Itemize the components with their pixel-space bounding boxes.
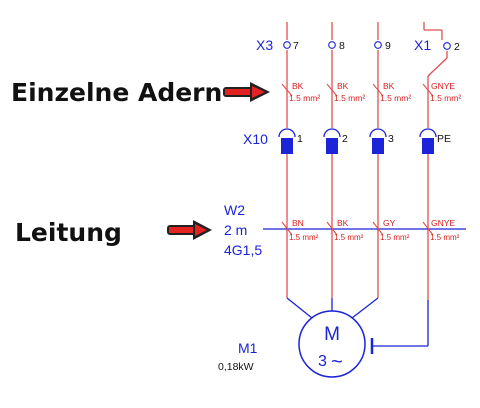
wire-size-4: 1.5 mm² [430,93,461,103]
core-tick [422,221,434,236]
socket-block-icon [372,138,384,154]
cable-length: 2 m [224,222,247,238]
core-color-2: BK [337,218,349,228]
terminal-x1-pin-2: 2 [454,41,460,53]
motor-wire-u [286,297,313,319]
terminal-x3-pin-8: 8 [339,40,345,52]
wire-tick [372,83,384,97]
motor-name: M1 [238,340,258,356]
motor-ac-icon: ~ [331,351,343,373]
wire-color-2: BK [337,81,349,91]
wire-color-4: GNYE [431,81,455,91]
callout-einzelne-adern: Einzelne Adern [11,78,222,107]
core-size-2: 1.5 mm² [334,233,364,242]
socket-block-icon [281,138,293,154]
connector-pin-3[interactable] [369,128,387,154]
wire-size-1: 1.5 mm² [289,93,320,103]
wire-tick [326,83,338,97]
core-color-1: BN [292,218,304,228]
core-tick [372,221,384,236]
wire-color-3: BK [383,81,395,91]
motor-feed-wires [286,297,429,354]
callout-leitung: Leitung [15,218,122,247]
wire-4-elbow-b [427,57,448,77]
connector-pin-label-1: 1 [297,133,303,145]
terminal-x1-2[interactable] [443,42,451,50]
cable-w2: W2 2 m 4G1,5 BN 1.5 mm² BK 1.5 mm² GY 1.… [224,202,466,258]
connector-x10: X10 1 2 3 PE [243,128,451,154]
terminal-x3-pin-9: 9 [385,40,391,52]
wire-group [286,22,448,300]
wire-tick [281,83,293,97]
terminal-x1-label: X1 [414,37,431,53]
core-color-4: GNYE [431,218,455,228]
terminal-x3-9[interactable] [374,41,382,49]
terminal-x1: X1 2 [414,37,460,53]
connector-pin-label-2: 2 [342,133,348,145]
connector-pin-label-pe: PE [437,133,451,145]
connector-pin-2[interactable] [323,128,341,154]
arrow-right-icon [223,82,270,102]
connector-pin-1[interactable] [278,128,296,154]
motor-wire-w [351,297,379,319]
arrow-right-icon [167,220,212,240]
plug-arc-icon [323,128,341,138]
motor-power: 0,18kW [218,361,254,373]
core-tick [326,221,338,236]
motor-phase: 3 [318,353,327,370]
wire-size-2: 1.5 mm² [334,93,365,103]
core-size-4: 1.5 mm² [430,233,460,242]
connector-pin-label-3: 3 [388,133,394,145]
core-tick [281,221,293,236]
single-wire-tags: BK 1.5 mm² BK 1.5 mm² BK 1.5 mm² GNYE 1.… [281,81,461,103]
terminal-x3-8[interactable] [328,41,336,49]
connector-x10-label: X10 [243,131,268,147]
terminal-x3-pin-7: 7 [293,40,299,52]
plug-arc-icon [369,128,387,138]
plug-arc-icon [419,128,437,138]
motor-circle-icon [298,310,366,378]
cable-type: 4G1,5 [224,242,262,258]
motor-m1[interactable]: M 3 ~ [298,310,366,378]
motor-symbol: M [324,324,340,345]
terminal-x3-7[interactable] [283,41,291,49]
core-size-1: 1.5 mm² [289,233,319,242]
socket-block-icon [422,138,434,154]
terminal-x3-label: X3 [256,37,273,53]
connector-pin-pe[interactable] [419,128,437,154]
plug-arc-icon [278,128,296,138]
wire-color-1: BK [292,81,304,91]
socket-block-icon [326,138,338,154]
core-color-3: GY [383,218,396,228]
cable-name: W2 [224,202,245,218]
wire-tick [422,83,434,97]
wire-size-3: 1.5 mm² [380,93,411,103]
core-size-3: 1.5 mm² [380,233,410,242]
terminal-strip-x3: X3 7 8 9 [256,37,391,53]
